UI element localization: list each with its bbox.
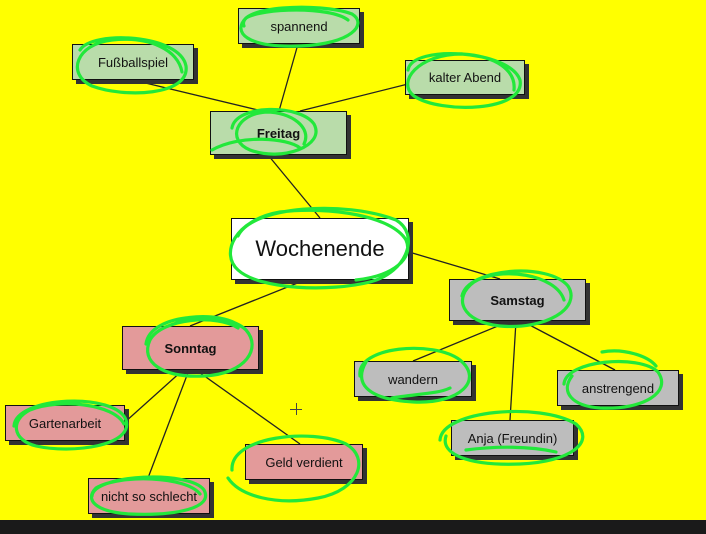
edge-sonntag-nicht [147, 369, 190, 479]
node-label: wandern [388, 371, 438, 387]
node-geld-verdient: Geld verdient [245, 444, 363, 480]
node-wandern: wandern [354, 361, 472, 397]
node-sonntag: Sonntag [122, 326, 259, 370]
node-label: Gartenarbeit [28, 415, 102, 431]
edge-wochenende-samstag [408, 251, 501, 280]
edge-sonntag-geld [195, 369, 301, 445]
node-wochenende: Wochenende [231, 218, 409, 280]
node-label: spannend [270, 18, 328, 34]
node-label: Sonntag [164, 340, 217, 356]
node-label: Geld verdient [265, 454, 343, 470]
edge-samstag-anja [509, 320, 517, 421]
edge-sonntag-gartenarbeit [124, 369, 184, 423]
node-gartenarbeit: Gartenarbeit [5, 405, 125, 441]
node-label: kalter Abend [428, 70, 502, 85]
node-anstrengend: anstrengend [557, 370, 679, 406]
center-label: Wochenende [255, 236, 385, 261]
node-label: Freitag [256, 125, 301, 141]
node-label: Samstag [490, 292, 545, 308]
node-label: nicht so schlecht [100, 488, 198, 504]
node-samstag: Samstag [449, 279, 586, 321]
node-nicht-so-schlecht: nicht so schlecht [88, 478, 210, 514]
node-label: Anja (Freundin) [467, 430, 558, 446]
mind-map-canvas: spannend Fußballspiel kalter Abend Freit… [0, 0, 706, 520]
node-freitag: Freitag [210, 111, 347, 155]
node-spannend: spannend [238, 8, 360, 44]
edge-spannend-freitag [278, 43, 299, 112]
edge-fussball-freitag [132, 79, 263, 112]
edge-kalter-freitag [299, 82, 413, 112]
node-label: anstrengend [581, 380, 655, 396]
edge-freitag-wochenende [267, 154, 321, 219]
edge-wochenende-sonntag [189, 279, 306, 327]
edge-samstag-wandern [412, 320, 511, 362]
node-label: Fußballspiel [97, 54, 169, 70]
edge-samstag-anstrengend [521, 320, 616, 371]
node-anja-freundin: Anja (Freundin) [451, 420, 574, 456]
node-fussballspiel: Fußballspiel [72, 44, 194, 80]
node-kalter-abend: kalter Abend [405, 60, 525, 95]
